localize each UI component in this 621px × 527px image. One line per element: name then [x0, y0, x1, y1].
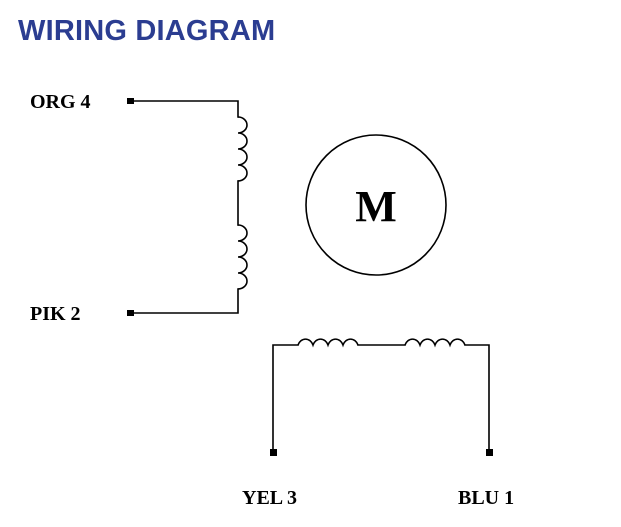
- motor-letter: M: [355, 182, 397, 231]
- winding-a: [127, 98, 247, 316]
- pik-2-wire: [132, 289, 238, 313]
- winding-b-left-coil: [298, 339, 358, 345]
- motor-symbol: M: [306, 135, 446, 275]
- org-4-terminal: [127, 98, 134, 104]
- pik-2-terminal: [127, 310, 134, 316]
- org-4-label: ORG 4: [30, 91, 91, 113]
- yel-3-wire: [273, 345, 298, 452]
- winding-a-lower-coil: [238, 225, 247, 289]
- blu-1-terminal: [486, 449, 493, 456]
- winding-b: [270, 339, 493, 456]
- org-4-wire: [132, 101, 238, 117]
- blu-1-wire: [465, 345, 489, 452]
- winding-a-upper-coil: [238, 117, 247, 181]
- blu-1-label: BLU 1: [458, 487, 514, 509]
- yel-3-terminal: [270, 449, 277, 456]
- yel-3-label: YEL 3: [242, 487, 297, 509]
- pik-2-label: PIK 2: [30, 303, 81, 325]
- winding-b-right-coil: [405, 339, 465, 345]
